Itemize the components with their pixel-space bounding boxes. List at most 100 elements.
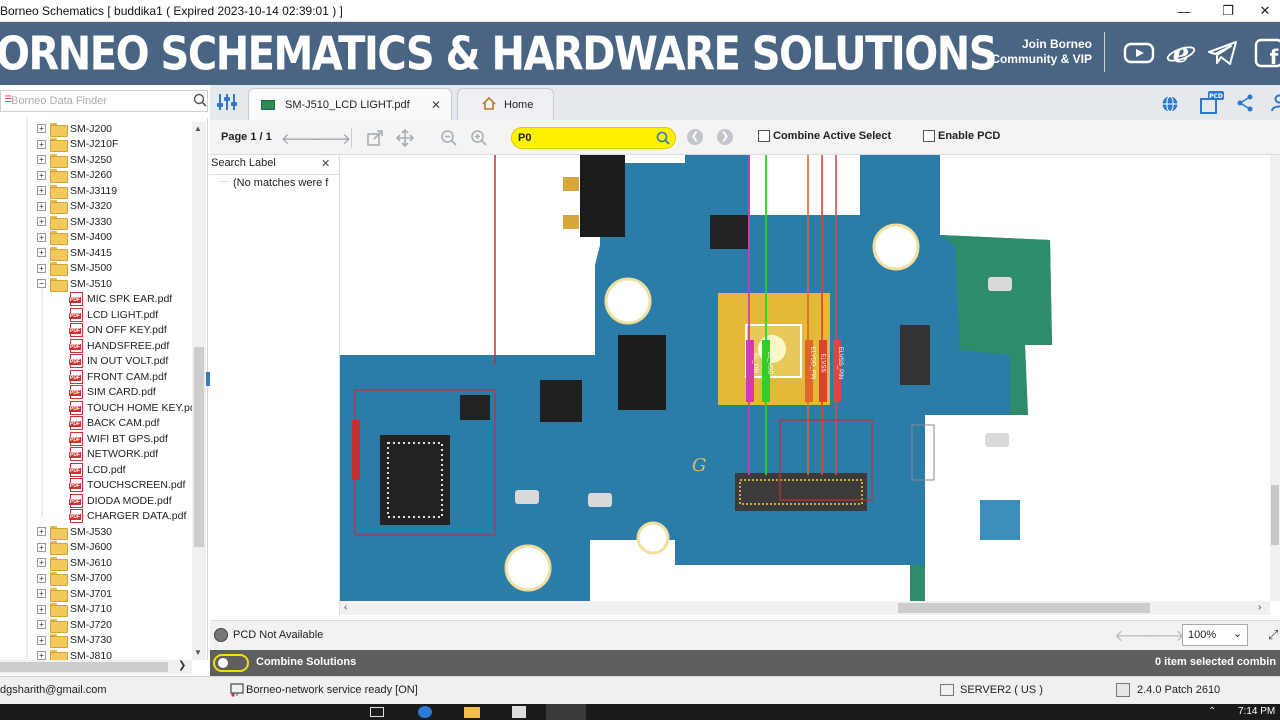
- file-explorer-icon[interactable]: [464, 707, 480, 718]
- combine-active-select-checkbox[interactable]: [758, 130, 770, 142]
- tree-folder[interactable]: +SM-J210F: [37, 137, 118, 153]
- scroll-up-icon[interactable]: ▲: [194, 124, 202, 133]
- internet-explorer-icon[interactable]: e: [1164, 37, 1198, 69]
- search-icon[interactable]: [193, 93, 207, 110]
- user-icon[interactable]: [1270, 94, 1280, 112]
- tree-scroll-right-icon[interactable]: ❯: [178, 660, 187, 671]
- collapse-icon[interactable]: −: [37, 279, 46, 289]
- tree-file[interactable]: TOUCH HOME KEY.pdf: [69, 400, 199, 416]
- tree-file[interactable]: DIODA MODE.pdf: [69, 493, 172, 509]
- tree-folder[interactable]: +SM-J250: [37, 152, 112, 168]
- expand-icon[interactable]: +: [37, 542, 46, 552]
- tab-close-icon[interactable]: ✕: [430, 98, 441, 112]
- expand-icon[interactable]: +: [37, 527, 46, 537]
- zoom-in-icon[interactable]: [468, 127, 490, 149]
- tree-file[interactable]: TOUCHSCREEN.pdf: [69, 478, 185, 494]
- edge-browser-icon[interactable]: [418, 706, 432, 718]
- tree-folder[interactable]: +SM-J710: [37, 602, 112, 618]
- tree-folder[interactable]: +SM-J720: [37, 617, 112, 633]
- pcd-back-icon[interactable]: 🡐: [1114, 628, 1157, 645]
- previous-page-icon[interactable]: 🡐: [280, 130, 322, 148]
- pcb-viewer[interactable]: G EL_ON EL_VDD ELVDD_PIN ELVSS ELVSS_PIN: [340, 155, 1275, 601]
- expand-icon[interactable]: +: [37, 232, 46, 242]
- pcd-export-icon[interactable]: PCD: [1199, 90, 1225, 119]
- close-button[interactable]: ✕: [1259, 3, 1271, 18]
- settings-sliders-icon[interactable]: [216, 92, 238, 115]
- expand-icon[interactable]: +: [37, 124, 46, 134]
- expand-icon[interactable]: +: [37, 217, 46, 227]
- scroll-left-icon[interactable]: ‹: [344, 602, 348, 613]
- join-community-link[interactable]: Join Borneo Community & VIP: [960, 37, 1092, 67]
- tree-file[interactable]: ON OFF KEY.pdf: [69, 323, 167, 339]
- tree-file[interactable]: LCD.pdf: [69, 462, 126, 478]
- data-finder-input[interactable]: ☰ Borneo Data Finder: [0, 90, 208, 112]
- tree-file[interactable]: SIM CARD.pdf: [69, 385, 156, 401]
- tab-lcd-light-pdf[interactable]: SM-J510_LCD LIGHT.pdf ✕: [248, 88, 452, 120]
- search-next-icon[interactable]: ❯: [717, 129, 733, 145]
- tree-file[interactable]: LCD LIGHT.pdf: [69, 307, 158, 323]
- expand-icon[interactable]: +: [37, 558, 46, 568]
- pcb-horizontal-scrollbar[interactable]: ‹ ›: [340, 601, 1270, 615]
- tree-folder[interactable]: +SM-J530: [37, 524, 112, 540]
- expand-icon[interactable]: ⤢: [1268, 627, 1279, 642]
- share-icon[interactable]: [1236, 94, 1254, 115]
- facebook-icon[interactable]: f: [1250, 37, 1280, 69]
- zoom-out-icon[interactable]: [438, 127, 460, 149]
- search-icon[interactable]: [656, 131, 670, 148]
- export-icon[interactable]: [364, 127, 386, 149]
- tree-folder[interactable]: +SM-J330: [37, 214, 112, 230]
- borneo-taskbar-app[interactable]: [546, 704, 586, 720]
- expand-icon[interactable]: +: [37, 248, 46, 258]
- scroll-right-icon[interactable]: ›: [1258, 602, 1262, 613]
- expand-icon[interactable]: +: [37, 170, 46, 180]
- search-previous-icon[interactable]: ❮: [687, 129, 703, 145]
- expand-icon[interactable]: +: [37, 139, 46, 149]
- tree-folder[interactable]: +SM-J500: [37, 261, 112, 277]
- expand-icon[interactable]: +: [37, 263, 46, 273]
- tree-folder[interactable]: +SM-J810: [37, 648, 112, 660]
- restore-button[interactable]: ❐: [1222, 3, 1234, 18]
- expand-icon[interactable]: +: [37, 604, 46, 614]
- tab-home[interactable]: Home: [457, 88, 554, 120]
- youtube-icon[interactable]: [1122, 37, 1156, 69]
- tree-folder[interactable]: +SM-J600: [37, 540, 112, 556]
- minimize-button[interactable]: —: [1177, 3, 1191, 19]
- tree-folder[interactable]: +SM-J700: [37, 571, 112, 587]
- search-panel-close-icon[interactable]: ✕: [321, 158, 331, 170]
- tree-file[interactable]: HANDSFREE.pdf: [69, 338, 169, 354]
- expand-icon[interactable]: +: [37, 155, 46, 165]
- pcb-vertical-scrollbar[interactable]: [1270, 155, 1280, 601]
- tree-scroll-thumb[interactable]: [194, 347, 204, 547]
- tree-file[interactable]: IN OUT VOLT.pdf: [69, 354, 168, 370]
- zoom-select[interactable]: 100% ⌄: [1182, 624, 1248, 646]
- expand-icon[interactable]: +: [37, 589, 46, 599]
- task-view-icon[interactable]: [370, 707, 384, 717]
- label-search-input[interactable]: P0: [511, 127, 676, 149]
- combine-toggle[interactable]: [213, 654, 249, 672]
- expand-icon[interactable]: +: [37, 651, 46, 660]
- globe-icon[interactable]: [1161, 95, 1179, 116]
- tray-up-icon[interactable]: ⌃: [1208, 706, 1217, 717]
- expand-icon[interactable]: +: [37, 573, 46, 583]
- pcb-hscroll-thumb[interactable]: [898, 603, 1150, 613]
- panel-splitter[interactable]: [206, 372, 210, 386]
- next-page-icon[interactable]: 🡒: [310, 130, 352, 148]
- store-icon[interactable]: [512, 706, 526, 718]
- scroll-down-icon[interactable]: ▼: [194, 648, 202, 657]
- tree-folder[interactable]: +SM-J320: [37, 199, 112, 215]
- tree-file[interactable]: FRONT CAM.pdf: [69, 369, 167, 385]
- tree-folder[interactable]: +SM-J701: [37, 586, 112, 602]
- enable-pcd-checkbox[interactable]: [923, 130, 935, 142]
- tree-folder[interactable]: +SM-J3119: [37, 183, 117, 199]
- tree-file[interactable]: BACK CAM.pdf: [69, 416, 159, 432]
- tree-horizontal-scrollbar[interactable]: [0, 660, 192, 674]
- tree-vertical-scrollbar[interactable]: ▲ ▼: [192, 122, 206, 660]
- pan-move-icon[interactable]: [394, 127, 416, 149]
- tree-file[interactable]: NETWORK.pdf: [69, 447, 158, 463]
- pcd-forward-icon[interactable]: 🡒: [1142, 628, 1185, 645]
- tree-folder[interactable]: +SM-J400: [37, 230, 112, 246]
- expand-icon[interactable]: +: [37, 635, 46, 645]
- tree-file[interactable]: WIFI BT GPS.pdf: [69, 431, 168, 447]
- tree-folder[interactable]: +SM-J415: [37, 245, 112, 261]
- expand-icon[interactable]: +: [37, 620, 46, 630]
